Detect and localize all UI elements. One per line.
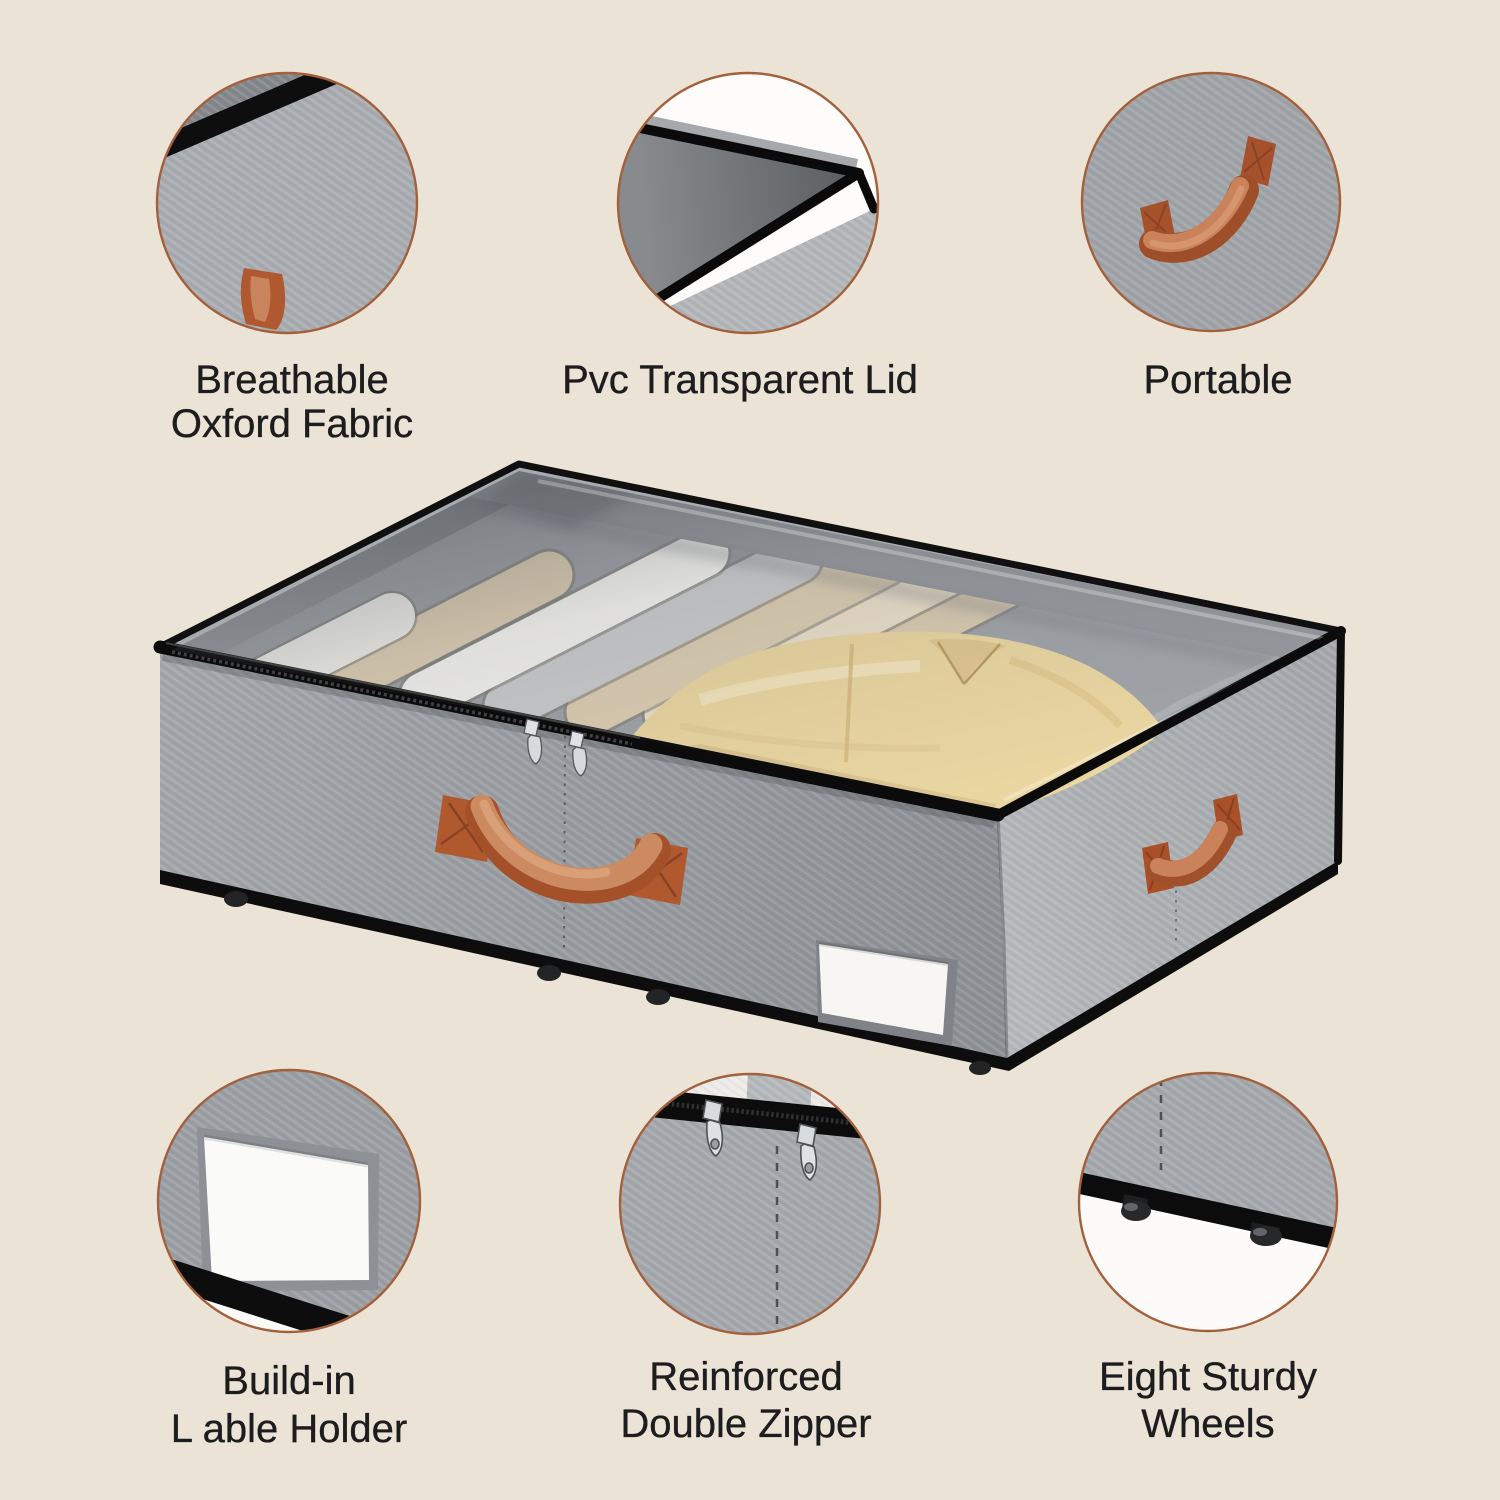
svg-text:Eight Sturdy: Eight Sturdy (1099, 1355, 1317, 1399)
svg-text:Pvc Transparent Lid: Pvc Transparent Lid (562, 358, 918, 402)
svg-text:Reinforced: Reinforced (649, 1355, 842, 1399)
svg-text:Oxford Fabric: Oxford Fabric (171, 402, 413, 446)
svg-text:Double Zipper: Double Zipper (620, 1402, 871, 1446)
svg-text:Wheels: Wheels (1141, 1402, 1274, 1446)
svg-text:L able Holder: L able Holder (171, 1407, 407, 1451)
svg-text:Breathable: Breathable (195, 358, 388, 402)
svg-text:Portable: Portable (1144, 358, 1293, 402)
svg-text:Build-in: Build-in (222, 1359, 355, 1403)
